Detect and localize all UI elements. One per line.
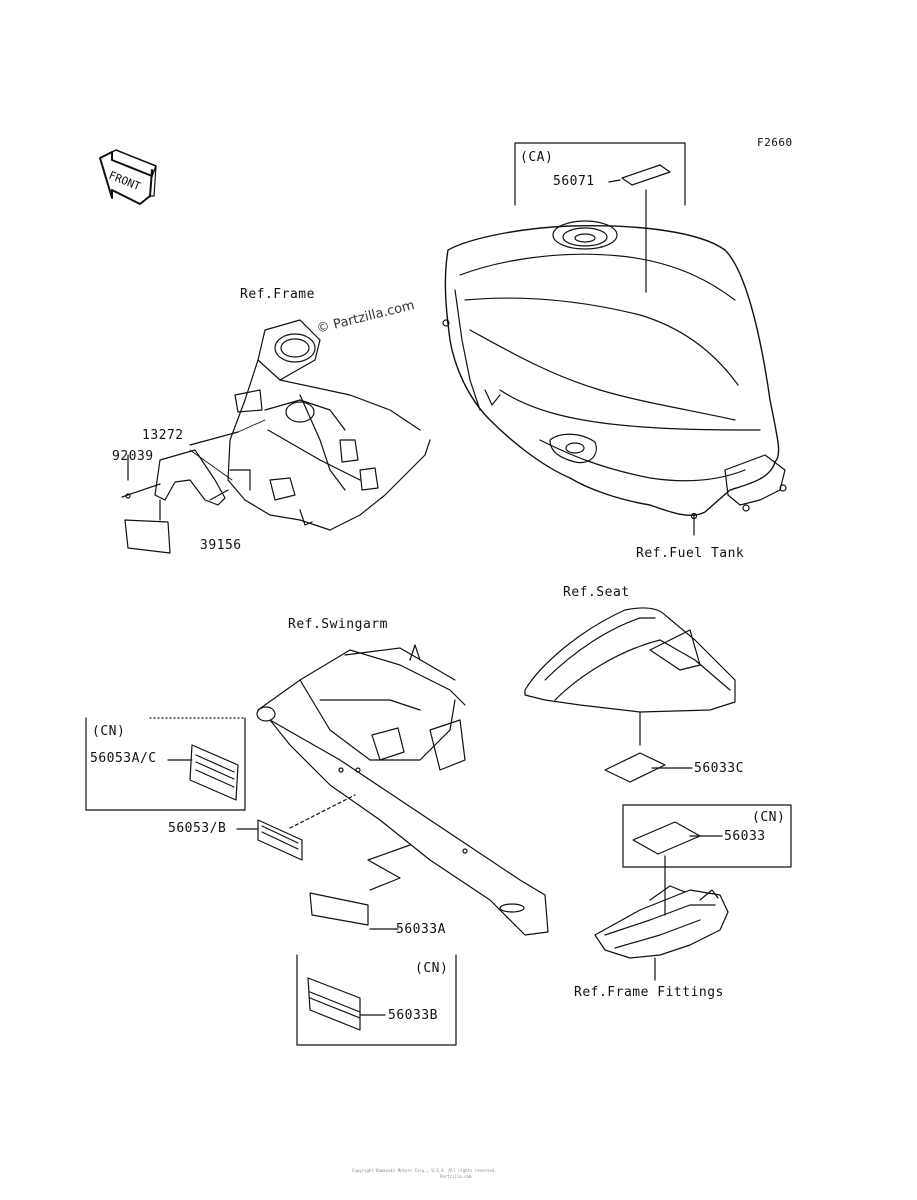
label-56033-shape: [632, 821, 723, 916]
label-39156-shape: [124, 499, 171, 554]
swingarm-drawing: [256, 644, 549, 936]
bracket-13272-shape: [154, 431, 239, 506]
fuel-tank-drawing: [442, 220, 787, 536]
part-56033a: 56033A: [396, 922, 446, 937]
label-56033a-shape: [309, 844, 411, 930]
ref-swingarm: Ref.Swingarm: [288, 617, 388, 632]
part-56033: 56033: [724, 829, 766, 844]
frame-fittings-drawing: [594, 885, 729, 981]
label-56033c-shape: [604, 752, 693, 783]
front-arrow-icon: FRONT: [99, 149, 157, 205]
ref-seat: Ref.Seat: [563, 585, 630, 600]
region-ca: (CA): [520, 150, 554, 165]
ref-frame: Ref.Frame: [240, 287, 315, 302]
screw-92039-shape: [121, 454, 161, 499]
part-56033c: 56033C: [694, 761, 744, 776]
part-56053b: 56053/B: [168, 821, 227, 836]
region-cn-1: (CN): [92, 724, 126, 739]
part-39156: 39156: [200, 538, 242, 553]
seat-drawing: [524, 607, 736, 746]
part-13272: 13272: [142, 428, 184, 443]
cn-box-56033b: [296, 954, 457, 1046]
ref-frame-fittings: Ref.Frame Fittings: [574, 985, 724, 1000]
part-92039: 92039: [112, 449, 154, 464]
part-56033b: 56033B: [388, 1008, 438, 1023]
cn-box-56033: [622, 804, 792, 868]
label-56053ac-shape: [167, 744, 239, 801]
footer-copyright: Copyright Kawasaki Motors Corp., U.S.A. …: [352, 1168, 497, 1173]
ca-bracket-box: [514, 142, 686, 206]
label-56053b-shape: [236, 794, 356, 861]
region-cn-2: (CN): [752, 810, 786, 825]
figure-code: F2660: [757, 136, 793, 149]
label-56071-shape: [608, 164, 671, 293]
ref-fuel-tank: Ref.Fuel Tank: [636, 546, 745, 561]
leader-lines: [189, 419, 266, 481]
part-56071: 56071: [553, 174, 595, 189]
label-56033b-shape: [307, 977, 386, 1031]
region-cn-3: (CN): [415, 961, 449, 976]
cn-box-56053ac: [85, 717, 246, 811]
part-56053ac: 56053A/C: [90, 751, 157, 766]
footer-site: Partzilla.com: [440, 1174, 472, 1179]
frame-drawing: [227, 319, 431, 531]
